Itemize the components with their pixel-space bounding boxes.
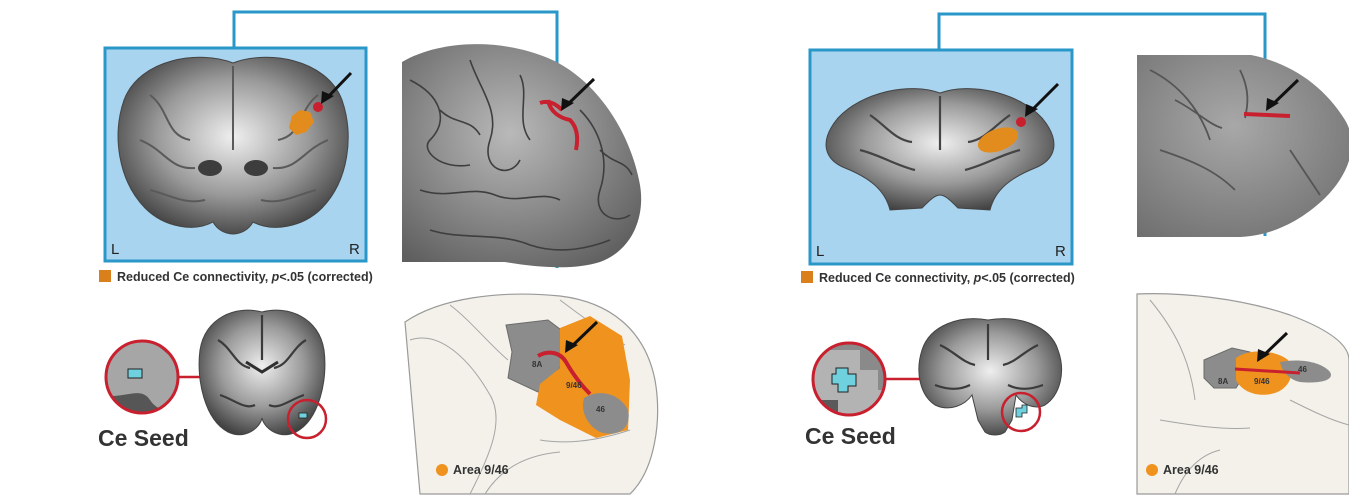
arrow-head xyxy=(321,91,334,104)
seed-label: Ce Seed xyxy=(805,423,896,449)
coronal-seed-slice xyxy=(198,309,328,440)
arrow-line xyxy=(1028,82,1060,114)
arrow-head xyxy=(1266,98,1279,111)
seed-label: Ce Seed xyxy=(98,425,189,451)
arrow-head xyxy=(1025,104,1038,117)
area-legend-text: Area 9/46 xyxy=(453,463,509,477)
area-legend: Area 9/46 xyxy=(1146,463,1219,477)
label-left: L xyxy=(111,241,119,258)
coronal-slice-panel: L R xyxy=(103,46,368,263)
arrow-head xyxy=(1257,349,1270,362)
area-legend: Area 9/46 xyxy=(436,463,509,477)
sulcus-highlight xyxy=(546,99,580,151)
area-8A-label: 8A xyxy=(532,360,542,369)
area-46 xyxy=(582,393,629,434)
area-9-46-label: 9/46 xyxy=(566,381,582,390)
sulcus-highlight xyxy=(536,350,592,396)
sulcus-highlight xyxy=(1243,112,1291,118)
sulcus-highlight xyxy=(1234,367,1301,375)
area-46 xyxy=(1280,360,1331,383)
label-right: R xyxy=(349,241,360,258)
arrow-line xyxy=(564,77,596,108)
legend-text: Reduced Ce connectivity, p<.05 (correcte… xyxy=(819,271,1075,285)
legend-swatch xyxy=(99,270,111,282)
target-marker xyxy=(313,102,323,112)
human-panel: L R Reduced Ce connectivity, xyxy=(98,10,659,495)
legend-text: Reduced Ce connectivity, p<.05 (correcte… xyxy=(117,270,373,284)
label-left: L xyxy=(816,243,824,260)
arrow-head xyxy=(561,98,574,111)
area-atlas-drawing: 8A 9/46 46 xyxy=(1136,293,1349,495)
connectivity-legend: Reduced Ce connectivity, p<.05 (correcte… xyxy=(99,270,373,284)
area-legend-dot xyxy=(1146,464,1158,476)
area-9-46 xyxy=(1236,351,1292,395)
coronal-slice-panel: L R xyxy=(808,48,1074,266)
label-right: R xyxy=(1055,243,1066,260)
area-46-label: 46 xyxy=(596,405,605,414)
area-9-46-label: 9/46 xyxy=(1254,377,1270,386)
area-legend-text: Area 9/46 xyxy=(1163,463,1219,477)
gyri-lines xyxy=(139,66,329,203)
area-legend-dot xyxy=(436,464,448,476)
macaque-panel: L R Reduced Ce connectivity, p<.05 (corr… xyxy=(801,12,1349,495)
legend-swatch xyxy=(801,271,813,283)
connectivity-legend: Reduced Ce connectivity, p<.05 (correcte… xyxy=(801,271,1075,285)
area-8A-label: 8A xyxy=(1218,377,1228,386)
brain-surface-render xyxy=(402,44,642,268)
sulci-lines xyxy=(409,59,633,251)
coronal-seed-slice xyxy=(918,318,1063,436)
area-46-label: 46 xyxy=(1298,365,1307,374)
arrow-head xyxy=(565,340,578,353)
reduced-connectivity-cluster xyxy=(289,110,314,135)
brain-surface-render xyxy=(1137,55,1349,237)
area-atlas-drawing: 8A 9/46 46 xyxy=(404,293,659,495)
target-marker xyxy=(1016,117,1026,127)
reduced-connectivity-cluster xyxy=(977,127,1019,153)
